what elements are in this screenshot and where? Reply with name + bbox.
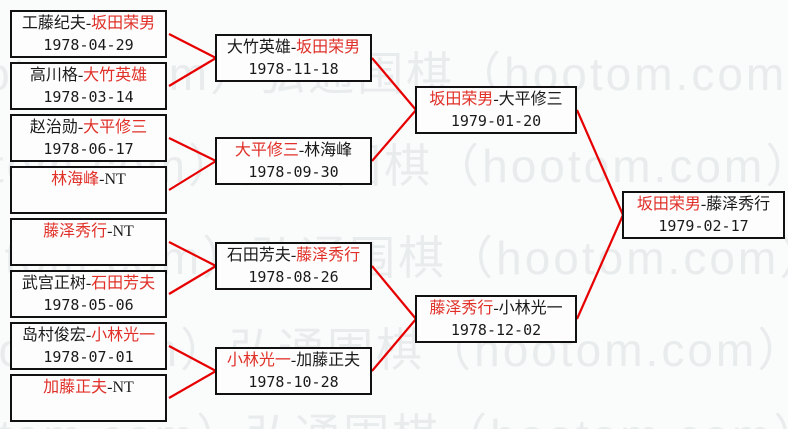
player-name: -NT xyxy=(107,379,134,396)
player-name: 坂田荣男 xyxy=(91,15,156,32)
match-date: 1979-01-20 xyxy=(450,112,542,130)
match-r1-7: 岛村俊宏-小林光一 1978-07-01 xyxy=(10,322,167,370)
player-name: 小林光一 xyxy=(226,352,291,369)
player-name: -林海峰 xyxy=(298,142,353,159)
player-name: 坂田荣男 xyxy=(429,91,494,108)
player-name: 岛村俊宏- xyxy=(21,327,92,344)
match-date: 1978-11-18 xyxy=(248,60,339,78)
match-players: 岛村俊宏-小林光一 xyxy=(12,324,165,347)
match-sf-2: 藤泽秀行-小林光一 1978-12-02 xyxy=(415,295,577,343)
match-date: 1978-12-02 xyxy=(450,321,542,339)
match-date: 1978-10-28 xyxy=(248,373,339,391)
player-name: -小林光一 xyxy=(493,300,563,317)
match-r1-8: 加藤正夫-NT xyxy=(10,374,167,422)
player-name: -藤泽秀行 xyxy=(700,196,771,213)
connector-line xyxy=(371,109,417,162)
match-date: 1978-09-30 xyxy=(248,163,339,181)
match-sf-1: 坂田荣男-大平修三 1979-01-20 xyxy=(415,86,577,134)
player-name: 石田芳夫 xyxy=(91,275,156,292)
player-name: 加藤正夫 xyxy=(43,379,108,396)
match-r2-3: 石田芳夫-藤泽秀行 1978-08-26 xyxy=(215,242,372,290)
match-players: 坂田荣男-大平修三 xyxy=(417,88,575,111)
connector-line xyxy=(168,370,217,399)
player-name: -NT xyxy=(99,171,126,188)
player-name: -大平修三 xyxy=(493,91,563,108)
match-r1-4: 林海峰-NT xyxy=(10,166,167,214)
match-players: 坂田荣男-藤泽秀行 xyxy=(624,193,783,216)
connector-line xyxy=(168,265,217,295)
connector-line xyxy=(371,318,417,372)
player-name: -NT xyxy=(107,223,134,240)
match-players: 石田芳夫-藤泽秀行 xyxy=(217,244,370,267)
player-name: 藤泽秀行 xyxy=(429,300,494,317)
match-players: 武宫正树-石田芳夫 xyxy=(12,272,165,295)
connector-line xyxy=(168,160,217,191)
match-r1-5: 藤泽秀行-NT xyxy=(10,218,167,266)
player-name: 林海峰 xyxy=(51,171,100,188)
match-r1-3: 赵治勋-大平修三 1978-06-17 xyxy=(10,114,167,162)
connector-line xyxy=(168,345,217,372)
match-players: 林海峰-NT xyxy=(12,168,165,191)
connector-line xyxy=(575,214,625,320)
player-name: 大平修三 xyxy=(83,119,148,136)
match-r1-1: 工藤纪夫-坂田荣男 1978-04-29 xyxy=(10,10,167,58)
connector-line xyxy=(371,57,417,111)
watermark-text: 弘通围棋（hootom.com）弘通围棋（hootom.com）弘通 xyxy=(0,400,788,429)
match-players: 大平修三-林海峰 xyxy=(217,139,370,162)
connector-line xyxy=(168,33,217,59)
match-date: 1978-08-26 xyxy=(248,268,339,286)
match-r2-2: 大平修三-林海峰 1978-09-30 xyxy=(215,137,372,185)
player-name: 赵治勋- xyxy=(29,119,84,136)
player-name: 大竹英雄 xyxy=(83,67,148,84)
match-r2-4: 小林光一-加藤正夫 1978-10-28 xyxy=(215,347,372,395)
match-players: 高川格-大竹英雄 xyxy=(12,64,165,87)
match-players: 藤泽秀行-小林光一 xyxy=(417,297,575,320)
match-r1-2: 高川格-大竹英雄 1978-03-14 xyxy=(10,62,167,110)
match-players: 赵治勋-大平修三 xyxy=(12,116,165,139)
connector-line xyxy=(168,137,217,162)
match-players: 藤泽秀行-NT xyxy=(12,220,165,243)
match-date: 1978-07-01 xyxy=(43,348,134,366)
connector-line xyxy=(168,241,217,267)
connector-line xyxy=(371,265,417,320)
player-name: 小林光一 xyxy=(91,327,156,344)
connector-line xyxy=(575,109,625,216)
match-players: 加藤正夫-NT xyxy=(12,376,165,399)
player-name: 坂田荣男 xyxy=(296,39,361,56)
player-name: 藤泽秀行 xyxy=(43,223,108,240)
player-name: 高川格- xyxy=(29,67,84,84)
player-name: 坂田荣男 xyxy=(636,196,701,213)
match-date: 1978-05-06 xyxy=(43,296,134,314)
player-name: -加藤正夫 xyxy=(290,352,361,369)
connector-line xyxy=(168,57,217,87)
match-r1-6: 武宫正树-石田芳夫 1978-05-06 xyxy=(10,270,167,318)
player-name: 大竹英雄- xyxy=(226,39,297,56)
player-name: 武宫正树- xyxy=(21,275,92,292)
match-r2-1: 大竹英雄-坂田荣男 1978-11-18 xyxy=(215,34,372,82)
player-name: 大平修三 xyxy=(234,142,299,159)
match-date: 1979-02-17 xyxy=(658,217,749,235)
match-date: 1978-03-14 xyxy=(43,88,134,106)
match-date: 1978-04-29 xyxy=(43,36,134,54)
match-date: 1978-06-17 xyxy=(43,140,134,158)
match-players: 小林光一-加藤正夫 xyxy=(217,349,370,372)
player-name: 石田芳夫- xyxy=(226,247,297,264)
match-players: 大竹英雄-坂田荣男 xyxy=(217,36,370,59)
match-final: 坂田荣男-藤泽秀行 1979-02-17 xyxy=(622,191,785,239)
player-name: 藤泽秀行 xyxy=(296,247,361,264)
player-name: 工藤纪夫- xyxy=(21,15,92,32)
match-players: 工藤纪夫-坂田荣男 xyxy=(12,12,165,35)
